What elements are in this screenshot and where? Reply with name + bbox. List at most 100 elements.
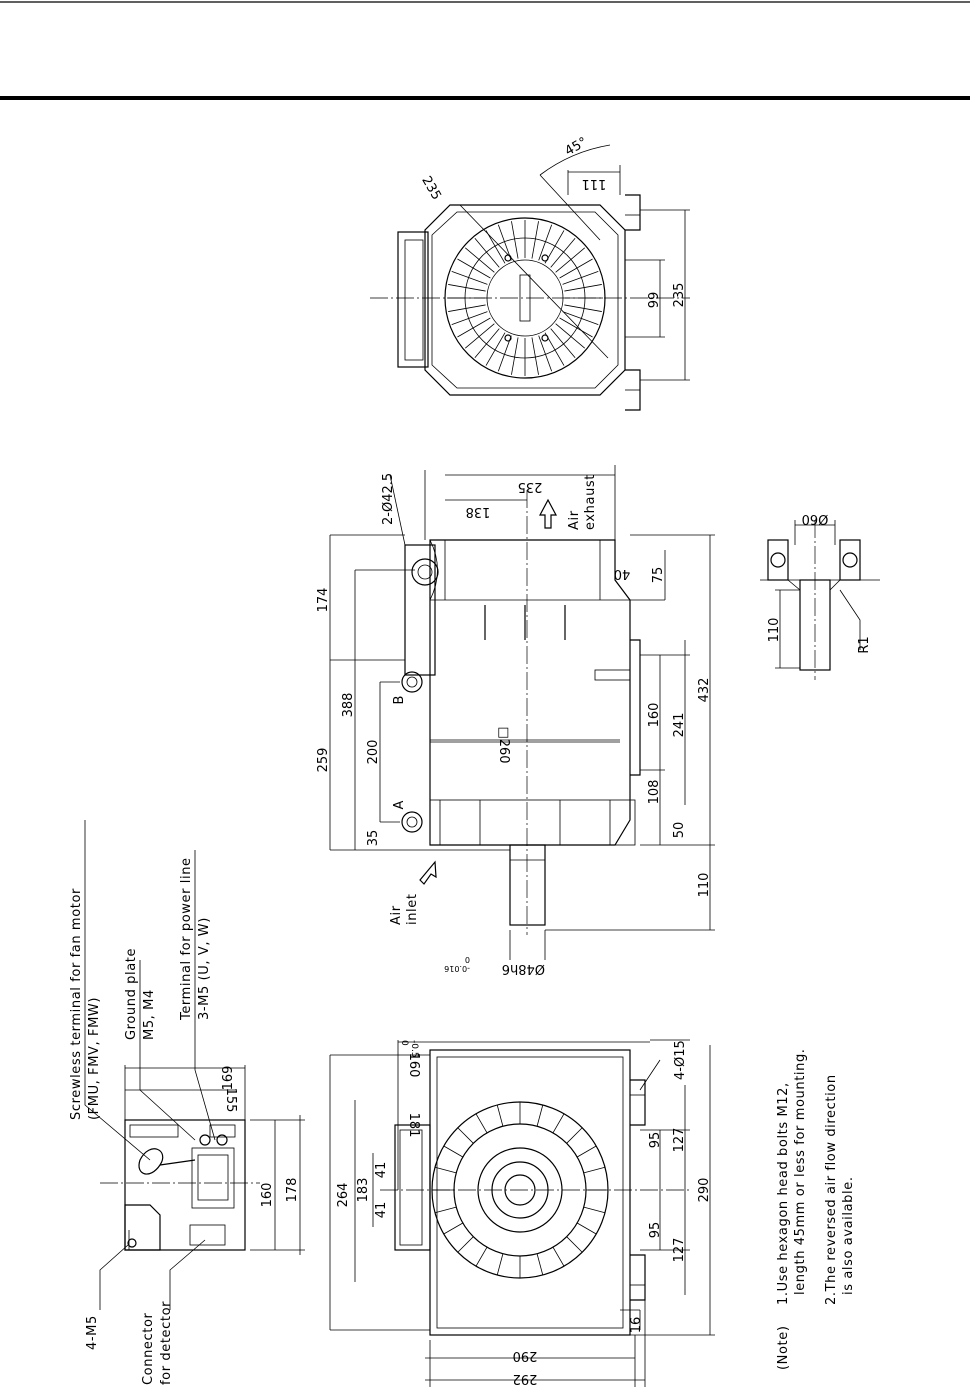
dim-127a: 127 [672,1238,687,1263]
label-screws-4m5: 4-M5 [85,1315,100,1350]
stator-slot [457,1236,474,1253]
dim-35: 35 [366,830,381,847]
dim-75: 75 [651,567,666,584]
dim-2-phi42: 2-Ø42.5 [381,473,396,525]
dim-178: 178 [285,1178,300,1203]
terminal-box-view: 169 155 160 178 [84,820,305,1310]
fan-rib [564,284,602,292]
fan-rib [451,270,488,285]
fan-rib [562,270,599,285]
dim-160-tol-upper: 0 [399,1040,409,1046]
side-view [329,465,715,960]
fan-rib [555,323,586,349]
label-power-terminal-sub: 3-M5 (U, V, W) [197,917,212,1020]
label-detector-2: for detector [159,1301,174,1385]
dim-160-box: 160 [260,1183,275,1208]
dim-138: 138 [466,504,491,519]
note-1a: 1.Use hexagon head bolts M12, [776,1082,791,1305]
label-a: B [392,696,407,705]
fan-rib [448,284,486,292]
fan-rib [555,247,586,273]
dim-108: 108 [647,780,662,805]
dim-110-detail: 110 [767,618,782,643]
dim-174: 174 [316,588,331,613]
rear-view [370,144,690,411]
dim-16: 16 [629,1317,644,1334]
fan-rib [464,323,495,349]
stator-slot [434,1166,457,1174]
dim-235-rear-b: 235 [672,283,687,308]
stator-slot [583,1166,606,1174]
note-2a: 2.The reversed air flow direction [824,1074,839,1305]
front-view [329,1039,715,1387]
stator-slot [576,1145,597,1158]
fan-rib [538,335,553,372]
fan-rib [457,317,491,338]
stator-slot [434,1206,457,1214]
dim-40: 40 [614,566,631,581]
stator-slot [443,1222,464,1235]
stator-slot [443,1145,464,1158]
dim-shaft-tol-upper: 0 [465,955,470,964]
stator-slot [457,1127,474,1144]
fan-rib [538,224,553,261]
fan-rib [511,221,519,259]
stator-slot [552,1246,565,1267]
stator-slot [583,1206,606,1214]
dim-260-square: □260 [496,726,511,763]
fan-rib [550,237,576,268]
label-air-inlet-1: Air [389,905,404,925]
fan-rib [564,304,602,312]
dim-241: 241 [672,713,687,738]
dim-160-tol: 160 [406,1053,421,1078]
fan-rib [497,335,512,372]
dim-200: 200 [366,740,381,765]
fan-rib [474,237,500,268]
dim-127b: 127 [672,1128,687,1153]
dim-290-h: 290 [697,1178,712,1203]
fan-rib [559,258,593,279]
dim-41b: 41 [374,1162,389,1179]
fan-rib [531,337,539,375]
stator-slot [496,1253,504,1276]
dim-290-v: 290 [513,1348,538,1363]
fan-rib [562,311,599,326]
dim-4-phi15: 4-Ø15 [673,1040,688,1080]
fan-rib [511,337,519,375]
label-fan-terminal: Screwless terminal for fan motor [69,888,84,1120]
fan-rib [457,258,491,279]
stator-slot [475,1246,488,1267]
fan-rib [559,317,593,338]
dim-259: 259 [316,748,331,773]
label-air-exhaust-1: Air [567,510,582,530]
fan-rib [550,328,576,359]
dim-183: 183 [356,1178,371,1203]
label-ground-plate: Ground plate [124,948,139,1040]
fan-rib [485,332,506,366]
label-fan-terminal-sub: (FMU, FMV, FMW) [87,997,102,1120]
dim-235-side: 235 [518,479,543,494]
dim-41a: 41 [374,1202,389,1219]
stator-slot [566,1127,583,1144]
fan-rib [531,221,539,259]
dim-111: 111 [582,176,607,191]
dim-r1: R1 [857,636,872,653]
label-detector-1: Connector [141,1312,156,1385]
fan-rib [451,311,488,326]
note-1b: length 45mm or less for mounting. [793,1048,808,1295]
dim-50: 50 [672,822,687,839]
dim-shaft-phi48: Ø48h6 [502,961,545,976]
stator-slot [552,1113,565,1134]
label-ground-plate-sub: M5, M4 [142,989,157,1040]
dim-388: 388 [341,693,356,718]
stator-slot [536,1104,544,1127]
dim-99: 99 [647,292,662,309]
dim-shaft-tol-lower: -0.016 [444,964,470,973]
fan-rib [497,224,512,261]
dim-110-side: 110 [697,873,712,898]
dim-235-rear-a: 235 [418,174,443,203]
label-power-terminal: Terminal for power line [179,857,194,1021]
note-prefix: (Note) [776,1325,791,1370]
